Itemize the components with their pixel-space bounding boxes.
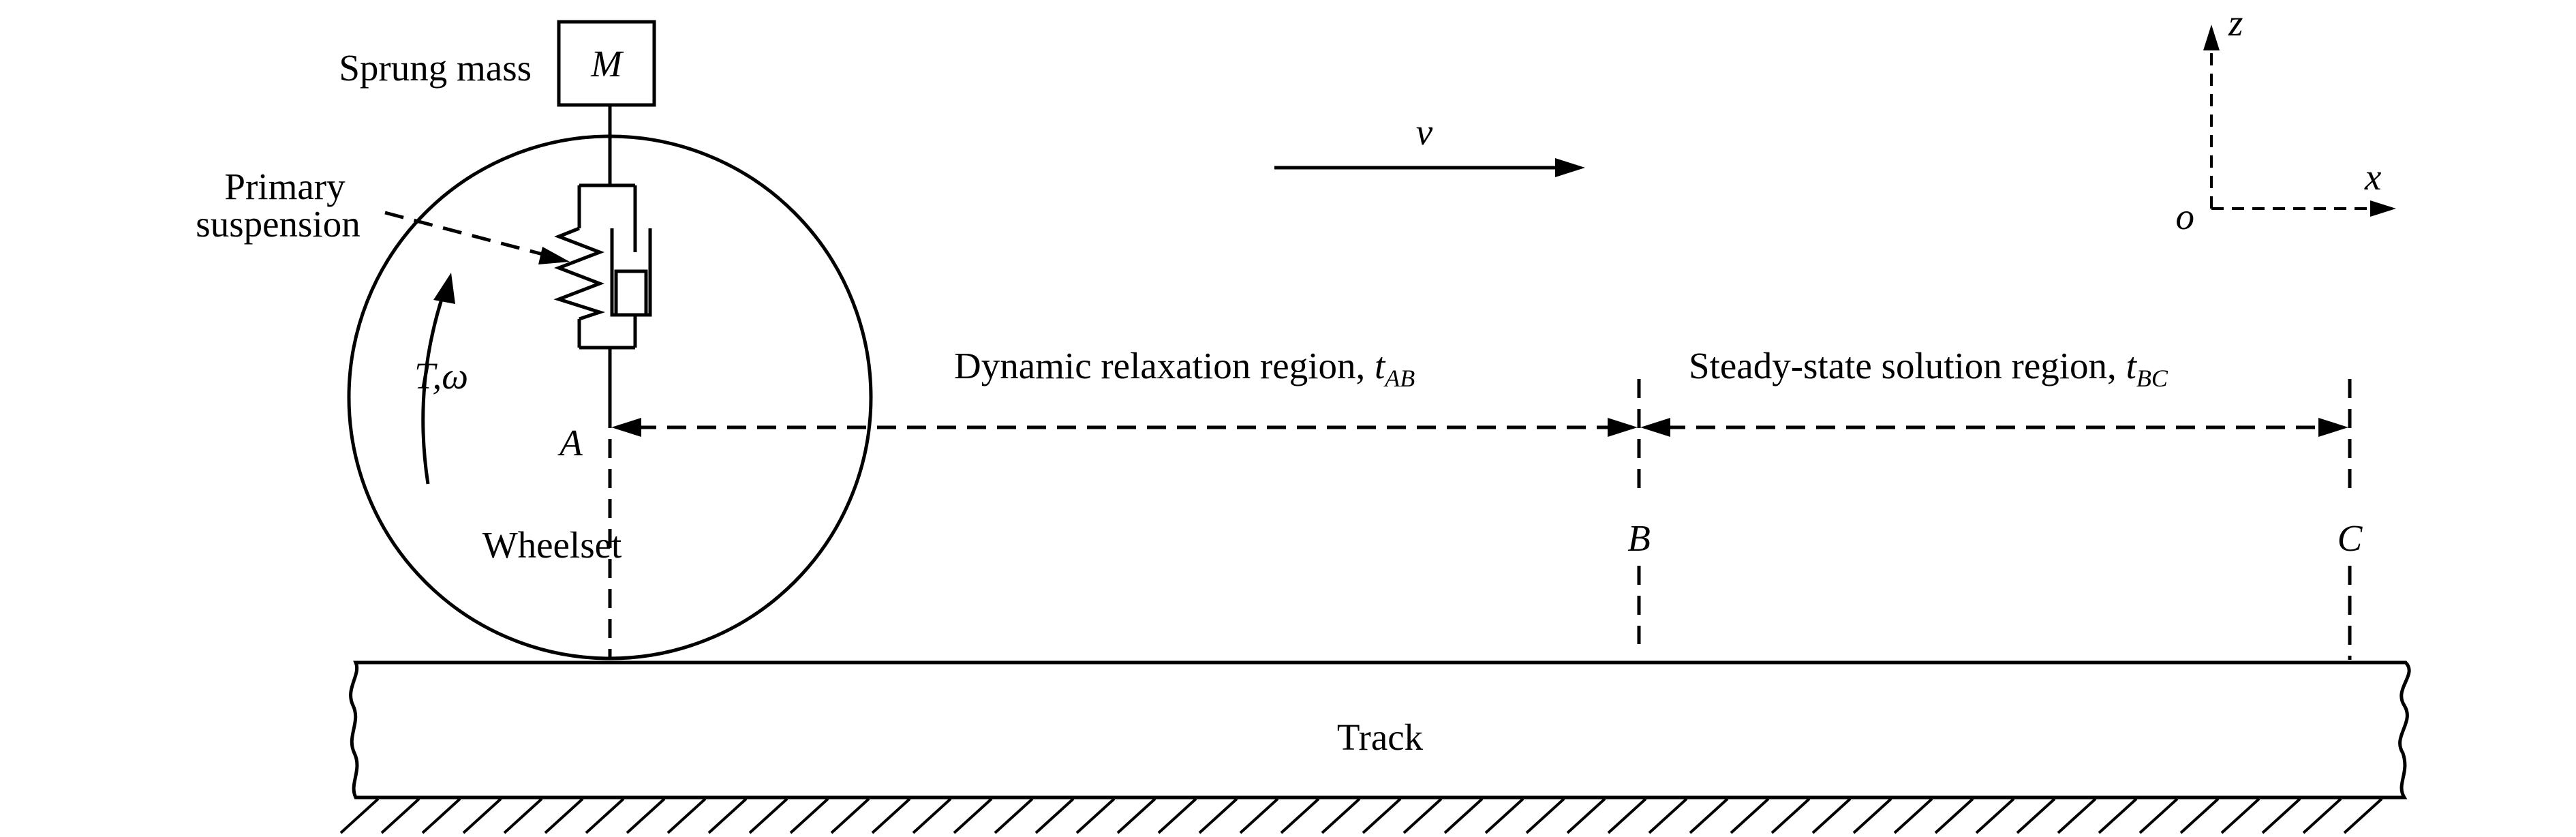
hatch-mark	[1321, 797, 1361, 834]
hatch-mark	[1075, 797, 1116, 834]
hatch-mark	[503, 797, 543, 834]
hatch-mark	[830, 797, 870, 834]
hatch-mark	[1198, 797, 1238, 834]
hatch-mark	[2261, 797, 2301, 834]
hatch-mark	[421, 797, 461, 834]
hatch-mark	[1975, 797, 2015, 834]
hatch-mark	[2220, 797, 2260, 834]
hatch-mark	[1689, 797, 1729, 834]
hatch-mark	[666, 797, 707, 834]
mass-symbol: M	[590, 43, 624, 85]
point-b-label: B	[1627, 517, 1651, 559]
damper-piston	[614, 269, 648, 317]
hatch-mark	[1362, 797, 1402, 834]
ground-hatching	[339, 797, 2383, 834]
velocity-label: v	[1416, 111, 1433, 153]
dynamic-region-label: Dynamic relaxation region, tAB	[954, 345, 1415, 392]
steady-region-label: Steady-state solution region, tBC	[1689, 345, 2168, 392]
hatch-mark	[1893, 797, 1933, 834]
point-c-label: C	[2337, 517, 2363, 559]
hatch-mark	[1525, 797, 1565, 834]
sprung-mass-box	[557, 20, 656, 107]
track-body	[349, 660, 2411, 800]
wheelset-label: Wheelset	[482, 524, 622, 566]
hatch-mark	[1034, 797, 1075, 834]
track-label: Track	[1337, 716, 1424, 758]
axis-x-label: x	[2364, 156, 2382, 198]
primary-suspension	[553, 183, 652, 409]
hatch-mark	[789, 797, 829, 834]
hatch-mark	[1852, 797, 1892, 834]
hatch-mark	[1157, 797, 1197, 834]
hatch-mark	[994, 797, 1034, 834]
hatch-mark	[2057, 797, 2097, 834]
hatch-mark	[2179, 797, 2220, 834]
hatch-mark	[1402, 797, 1443, 834]
hatch-mark	[1607, 797, 1647, 834]
hatch-mark	[2138, 797, 2179, 834]
axis-origin-label: o	[2176, 196, 2195, 237]
hatch-mark	[2302, 797, 2342, 834]
hatch-mark	[1116, 797, 1156, 834]
point-a-label: A	[557, 422, 583, 463]
rotation-arrow	[421, 284, 448, 485]
hatch-mark	[748, 797, 788, 834]
hatch-mark	[462, 797, 502, 834]
hatch-mark	[707, 797, 748, 834]
spring	[553, 226, 606, 321]
hatch-mark	[1770, 797, 1811, 834]
torque-label: T,ω	[414, 355, 468, 397]
hatch-mark	[544, 797, 584, 834]
hatch-mark	[912, 797, 952, 834]
hatch-mark	[1730, 797, 1770, 834]
hatch-mark	[585, 797, 625, 834]
suspension-pointer	[384, 211, 546, 257]
hatch-mark	[1443, 797, 1484, 834]
hatch-mark	[626, 797, 666, 834]
hatch-mark	[1566, 797, 1606, 834]
hatch-mark	[2343, 797, 2383, 834]
hatch-mark	[1484, 797, 1524, 834]
hatch-mark	[1811, 797, 1852, 834]
hatch-mark	[2016, 797, 2056, 834]
sprung-mass-label: Sprung mass	[339, 47, 532, 89]
hatch-mark	[1648, 797, 1688, 834]
coordinate-axes: z x o	[2176, 2, 2396, 237]
hatch-mark	[871, 797, 911, 834]
hatch-mark	[339, 797, 380, 834]
hatch-mark	[380, 797, 420, 834]
primary-suspension-label-1: Primary	[224, 166, 346, 207]
hatch-mark	[1239, 797, 1279, 834]
hatch-mark	[953, 797, 993, 834]
hatch-mark	[1934, 797, 1974, 834]
axis-z-label: z	[2228, 2, 2243, 44]
hatch-mark	[1280, 797, 1320, 834]
hatch-mark	[2098, 797, 2138, 834]
primary-suspension-label-2: suspension	[196, 203, 360, 245]
